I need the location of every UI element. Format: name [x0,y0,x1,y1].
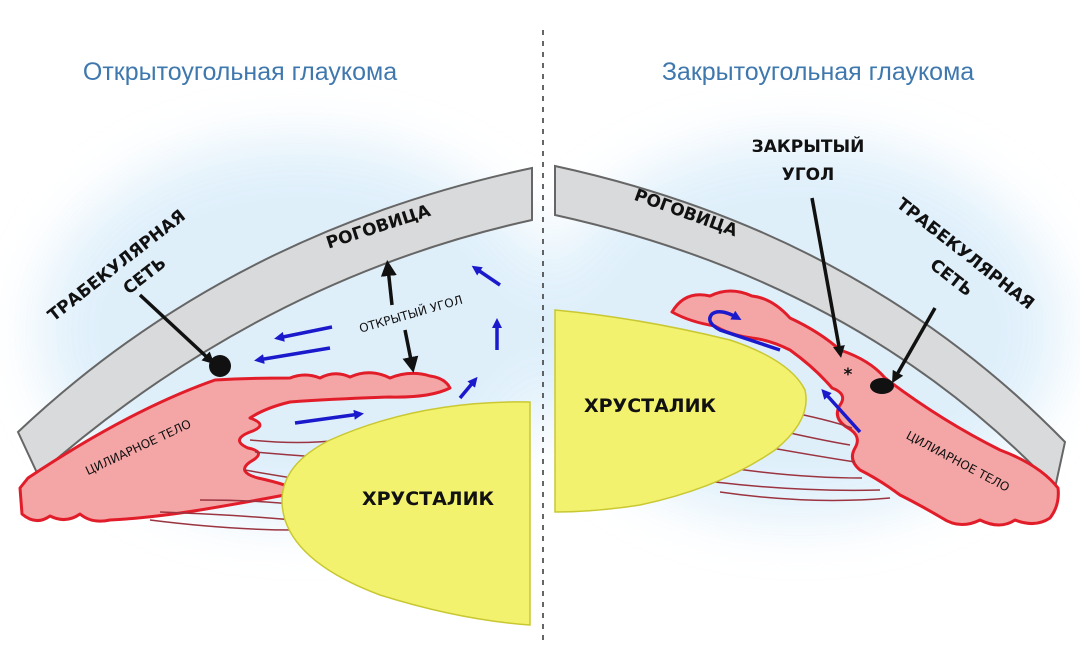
right-closed-angle-label-1: ЗАКРЫТЫЙ [752,135,865,157]
left-lens-label: ХРУСТАЛИК [362,488,495,510]
right-blocked-point-marker: * [844,365,853,385]
right-lens-label: ХРУСТАЛИК [584,395,717,417]
right-panel-title: Закрытоугольная глаукома [662,58,974,86]
right-trabecular-meshwork [870,378,894,394]
right-closed-angle-label-2: УГОЛ [782,165,835,185]
left-trabecular-meshwork [209,355,231,377]
left-panel-title: Открытоугольная глаукома [83,58,397,86]
